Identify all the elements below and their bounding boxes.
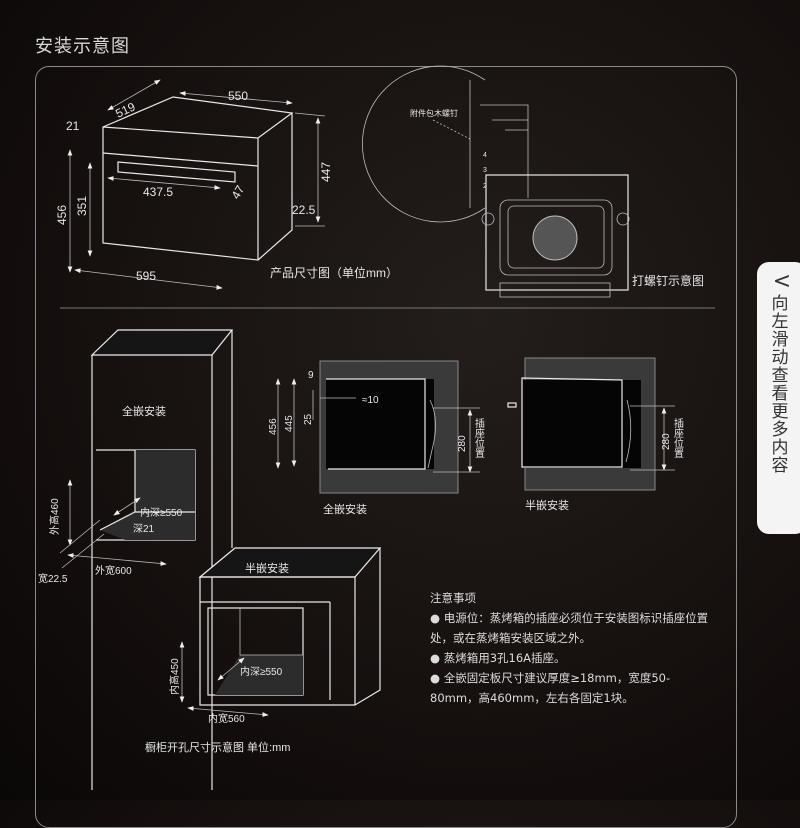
page-title: 安装示意图: [35, 36, 130, 57]
dim-456: 456: [268, 418, 279, 435]
installation-diagram: 550 519 21 456 351 437.5 47 447 22.5 595…: [38, 65, 715, 790]
level-3: 3: [483, 167, 487, 174]
dim-panel: 21: [66, 119, 80, 133]
dim-handle-length: 437.5: [143, 185, 173, 199]
swipe-left-tab[interactable]: < 向左滑动查看更多内容: [757, 262, 800, 534]
outer-height: 外高460: [48, 498, 61, 535]
dim-handle-depth: 47: [228, 183, 247, 202]
note-item: ● 电源位：蒸烤箱的插座必须位于安装图标识插座位置处，或在蒸烤箱安装区域之外。: [430, 611, 709, 645]
screw-callout: 附件包木螺钉: [410, 108, 458, 118]
oven-product-drawing: [67, 79, 326, 290]
full-embed-section: [275, 360, 480, 494]
full-embed-label: 全嵌安装: [323, 502, 367, 516]
dim-280: 280: [457, 435, 468, 452]
half-embed-label: 半嵌安装: [525, 498, 569, 512]
depth-21: 深21: [133, 523, 155, 535]
dim-door-height: 351: [75, 196, 89, 216]
dim-offset: 22.5: [292, 203, 316, 217]
cabinet-caption: 橱柜开孔尺寸示意图 单位:mm: [145, 740, 290, 754]
tall-cabinet-drawing: [59, 329, 234, 790]
dim-280-half: 280: [661, 433, 672, 450]
dim-10: ≈10: [362, 395, 379, 406]
level-4: 4: [483, 152, 487, 159]
outer-width: 外宽600: [95, 564, 132, 577]
level-2: 2: [483, 183, 487, 190]
cabinet-half-label: 半嵌安装: [245, 561, 289, 575]
dim-height-side: 447: [319, 162, 333, 182]
dim-9: 9: [308, 370, 314, 381]
swipe-hint-text: 向左滑动查看更多内容: [767, 294, 788, 474]
width-22-5: 宽22.5: [38, 572, 68, 585]
socket-label-half: 插座位置: [672, 417, 684, 458]
dim-width-bottom: 595: [136, 269, 156, 283]
half-cabinet-drawing: [179, 547, 382, 717]
dim-width-top: 550: [228, 89, 248, 103]
note-item: ● 全嵌固定板尺寸建议厚度≥18mm，宽度50-80mm，高460mm，左右各固…: [430, 671, 671, 705]
dim-depth: 519: [113, 99, 137, 120]
notes-heading: 注意事项: [430, 591, 476, 605]
inner-height: 内高450: [168, 658, 181, 695]
notes-panel: 注意事项 ● 电源位：蒸烤箱的插座必须位于安装图标识插座位置处，或在蒸烤箱安装区…: [430, 588, 715, 708]
dim-25: 25: [303, 413, 314, 425]
inner-depth-half: 内深≥550: [240, 665, 283, 678]
chevron-left-icon: <: [772, 269, 792, 294]
half-embed-section: [507, 357, 675, 491]
cabinet-full-label: 全嵌安装: [122, 404, 166, 418]
dim-445: 445: [284, 415, 295, 432]
inner-width: 内宽560: [208, 712, 245, 725]
product-diagram-caption: 产品尺寸图（单位mm）: [270, 265, 398, 280]
screw-diagram-drawing: [362, 65, 630, 298]
socket-label: 插座位置: [473, 417, 485, 458]
dim-height-front: 456: [55, 205, 69, 225]
screw-diagram-caption: 打螺钉示意图: [632, 273, 704, 288]
note-item: ● 蒸烤箱用3孔16A插座。: [430, 651, 566, 665]
inner-depth: 内深≥550: [140, 506, 183, 519]
